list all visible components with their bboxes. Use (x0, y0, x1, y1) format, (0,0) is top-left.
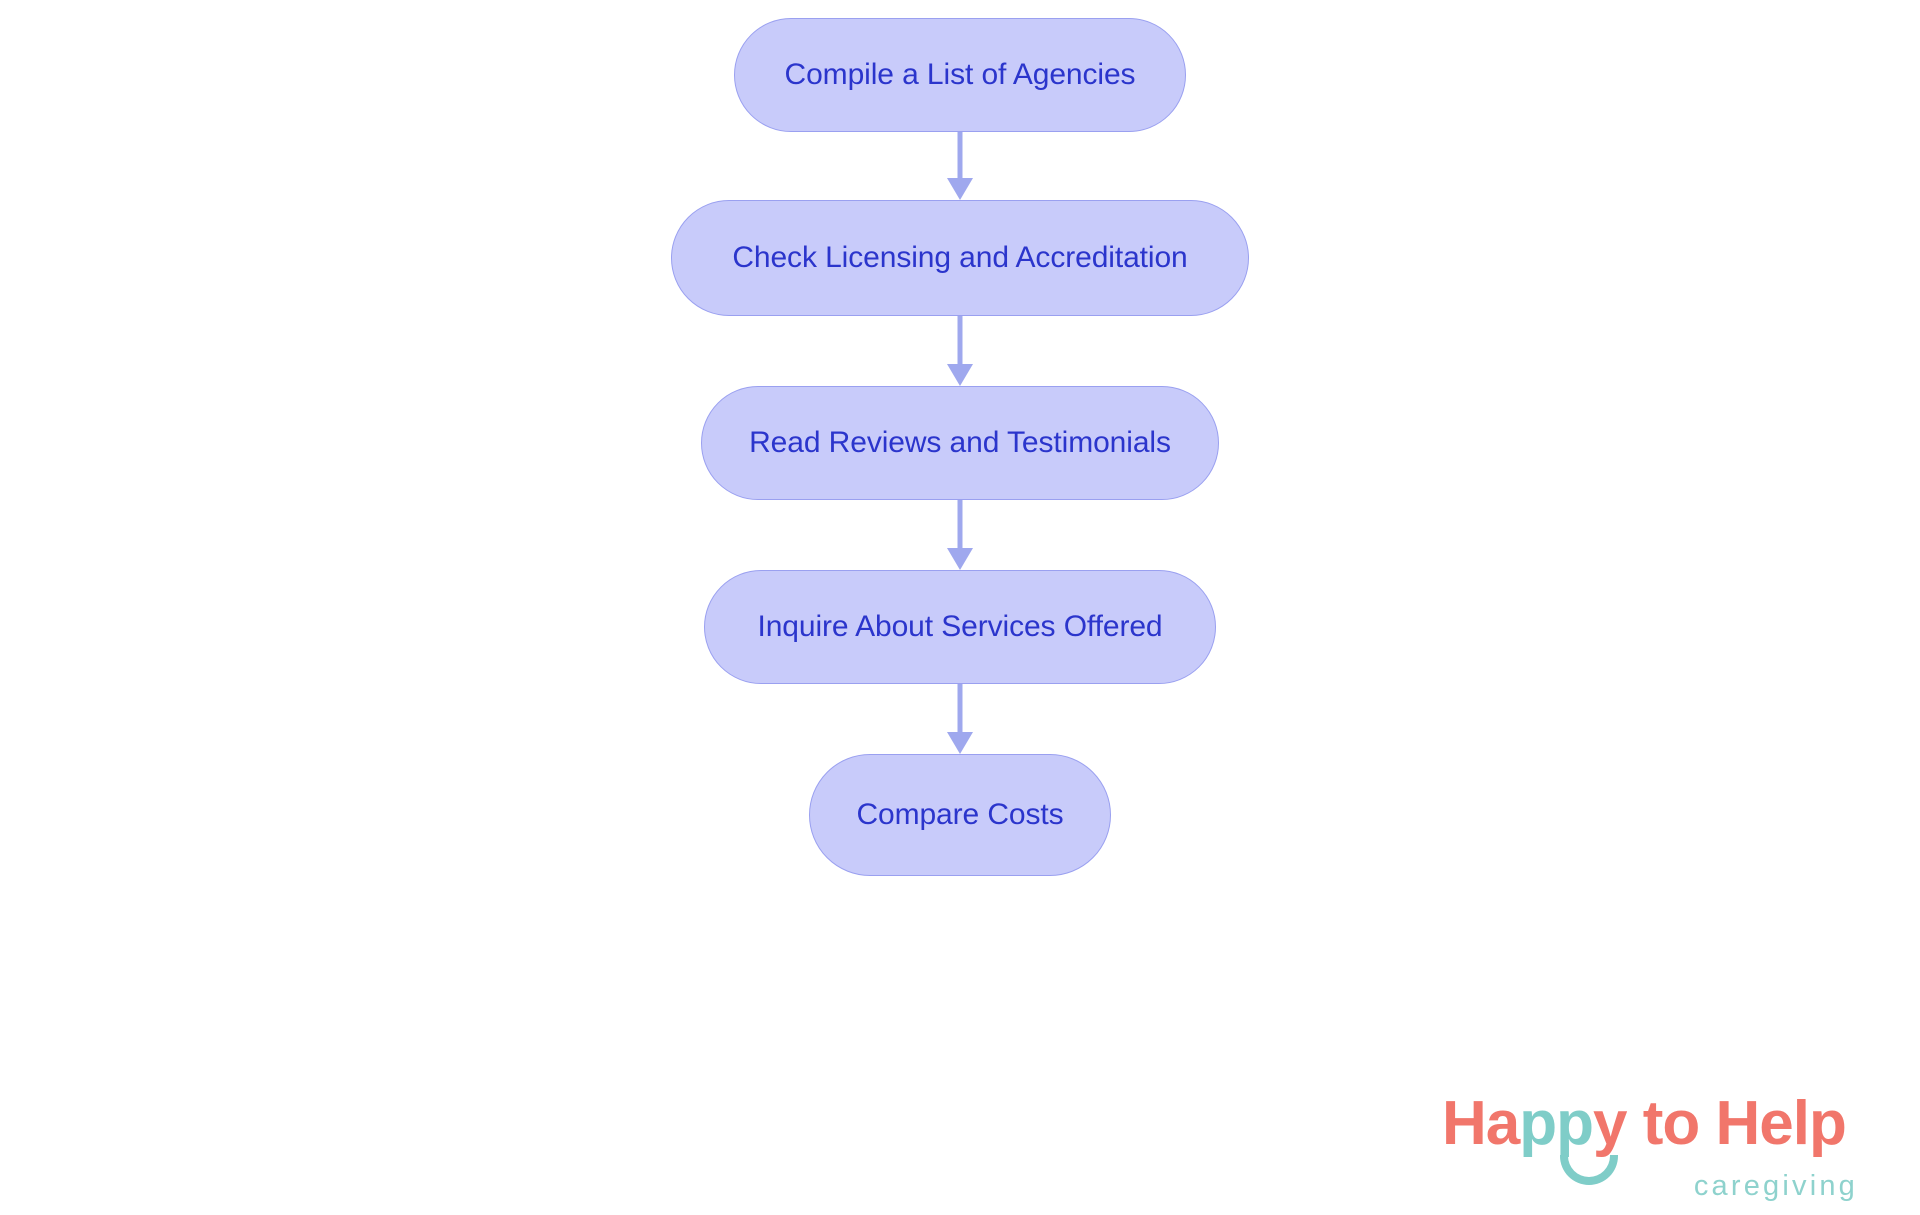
logo-word-part-1: Ha (1442, 1089, 1520, 1158)
flow-node-inquire-about-services-offered[interactable]: Inquire About Services Offered (704, 570, 1216, 684)
logo-tagline: caregiving (1693, 1170, 1858, 1202)
flow-node-label: Check Licensing and Accreditation (732, 241, 1188, 274)
brand-logo: Happy to Help caregiving (1442, 1093, 1862, 1203)
edge-line (957, 316, 963, 364)
flow-edge-step-3-to-step-4 (940, 500, 980, 570)
flow-edge-step-4-to-step-5 (940, 684, 980, 754)
arrowhead-down-icon (947, 732, 973, 754)
flow-edge-step-1-to-step-2 (940, 132, 980, 200)
edge-line (957, 500, 963, 548)
flow-node-label: Read Reviews and Testimonials (749, 426, 1171, 459)
logo-wordmark: Happy to Help (1442, 1093, 1847, 1155)
flow-node-label: Compare Costs (856, 798, 1064, 831)
flow-node-label: Inquire About Services Offered (757, 610, 1163, 643)
flow-node-read-reviews-and-testimonials[interactable]: Read Reviews and Testimonials (701, 386, 1219, 500)
logo-word-part-3: y to Help (1593, 1089, 1847, 1158)
flow-node-compare-costs[interactable]: Compare Costs (809, 754, 1111, 876)
smile-arc-icon (1560, 1155, 1618, 1185)
arrowhead-down-icon (947, 364, 973, 386)
flow-node-label: Compile a List of Agencies (784, 58, 1136, 91)
flow-node-compile-a-list-of-agencies[interactable]: Compile a List of Agencies (734, 18, 1186, 132)
flow-edge-step-2-to-step-3 (940, 316, 980, 386)
flowchart-node-chain: Compile a List of Agencies Check Licensi… (671, 18, 1249, 876)
edge-line (957, 684, 963, 732)
logo-word-part-2: pp (1519, 1089, 1594, 1158)
arrowhead-down-icon (947, 178, 973, 200)
edge-line (957, 132, 963, 178)
arrowhead-down-icon (947, 548, 973, 570)
flow-node-check-licensing-and-accreditation[interactable]: Check Licensing and Accreditation (671, 200, 1249, 316)
